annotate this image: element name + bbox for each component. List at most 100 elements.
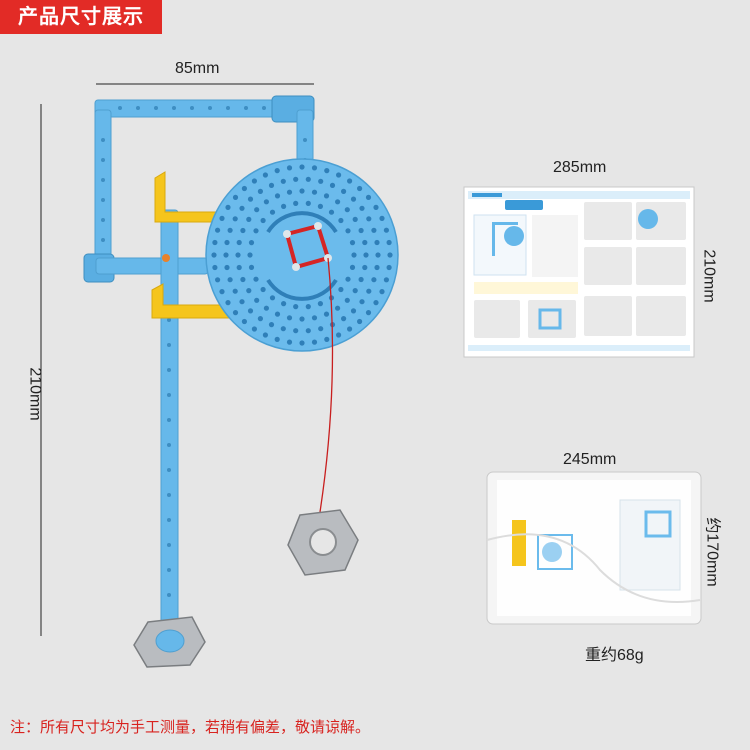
manual-height-label: 210mm — [700, 249, 718, 303]
disc-hole — [215, 227, 221, 233]
disc-hole — [362, 239, 368, 246]
disc-hole — [305, 176, 311, 182]
package-height-label: 约170mm — [703, 517, 721, 587]
disc-hole — [246, 288, 252, 294]
disc-hole — [345, 228, 351, 234]
disc-hole — [335, 199, 341, 205]
disc-hole — [227, 277, 233, 283]
disc-hole — [351, 252, 357, 258]
disc-hole — [323, 193, 330, 199]
disc-hole — [232, 288, 238, 294]
disc-hole — [247, 252, 253, 258]
disc-hole — [299, 340, 305, 346]
disc-hole — [365, 194, 372, 200]
disc-hole — [358, 276, 364, 283]
disc-hole — [286, 339, 293, 345]
disc-hole — [387, 252, 393, 258]
disc-hole — [358, 227, 364, 234]
model-width-label: 85mm — [175, 60, 220, 77]
weight-label: 重约68g — [585, 647, 644, 664]
disc-hole — [323, 311, 330, 317]
disc-hole — [318, 178, 324, 184]
package-bag — [486, 471, 702, 625]
disc-hole — [269, 295, 276, 301]
disc-hole — [241, 185, 247, 192]
disc-hole — [260, 217, 266, 224]
disc-hole — [324, 168, 330, 174]
disc-hole — [224, 239, 230, 246]
disc-hole — [212, 239, 218, 246]
disc-hole — [375, 252, 381, 258]
disc-hole — [280, 326, 286, 332]
package-width-label: 245mm — [563, 451, 617, 468]
disc-hole — [299, 188, 305, 194]
disc-hole — [215, 277, 221, 283]
disc-hole — [350, 308, 357, 314]
disc-hole — [246, 216, 252, 222]
disc-hole — [350, 196, 357, 202]
disc-hole — [247, 308, 254, 314]
disc-hole — [239, 205, 245, 211]
disc-hole — [274, 193, 281, 199]
disc-hole — [235, 252, 241, 258]
disc-hole — [344, 207, 350, 213]
disc-hole — [223, 252, 229, 258]
disc-hole — [347, 178, 353, 184]
disc-hole — [236, 264, 242, 271]
disc-hole — [373, 300, 379, 306]
disc-hole — [328, 209, 335, 215]
disc-hole — [286, 165, 293, 171]
disc-hole — [299, 316, 305, 322]
disc-hole — [232, 216, 238, 222]
disc-hole — [227, 227, 233, 233]
disc-hole — [386, 264, 392, 271]
disc-hole — [280, 178, 286, 184]
disc-hole — [251, 326, 257, 332]
disc-hole — [236, 239, 242, 246]
disc-hole — [263, 305, 269, 311]
disc-hole — [253, 228, 259, 234]
disc-hole — [373, 204, 379, 210]
disc-hole — [383, 277, 389, 283]
disc — [205, 158, 399, 352]
disc-hole — [251, 178, 257, 184]
disc-hole — [240, 227, 246, 234]
disc-hole — [357, 318, 363, 325]
disc-hole — [371, 277, 377, 283]
disc-hole — [248, 240, 255, 246]
disc-hole — [224, 264, 230, 271]
disc-hole — [374, 239, 380, 246]
disc-hole — [345, 276, 351, 282]
disc-hole — [286, 189, 293, 195]
disc-hole — [359, 299, 365, 305]
disclaimer-note: 注：所有尺寸均为手工测量，若稍有偏差，敬请谅解。 — [10, 719, 371, 736]
disc-hole — [225, 300, 231, 306]
disc-hole — [219, 289, 225, 295]
disc-hole — [254, 297, 260, 303]
disc-hole — [311, 189, 318, 195]
disc-hole — [357, 185, 363, 192]
disc-hole — [232, 310, 239, 316]
disc-hole — [344, 297, 350, 303]
disc-hole — [341, 316, 347, 322]
disc-hole — [281, 301, 287, 307]
disc-hole — [324, 336, 330, 342]
disc-hole — [293, 176, 299, 182]
disc-hole — [253, 276, 259, 282]
disc-hole — [311, 315, 318, 321]
disc-hole — [329, 182, 336, 188]
disc-hole — [383, 227, 389, 233]
disc-hole — [293, 328, 299, 334]
disc-hole — [268, 322, 275, 328]
disc-hole — [274, 311, 281, 317]
disc-hole — [318, 326, 324, 332]
disc-hole — [363, 252, 369, 258]
disc-hole — [281, 203, 287, 209]
model-height-label: 210mm — [26, 367, 44, 421]
disc-hole — [260, 286, 266, 293]
disc-hole — [317, 203, 323, 209]
disc-hole — [341, 188, 347, 194]
disc-hole — [338, 217, 344, 224]
disc-hole — [305, 200, 311, 206]
disc-hole — [305, 304, 311, 310]
